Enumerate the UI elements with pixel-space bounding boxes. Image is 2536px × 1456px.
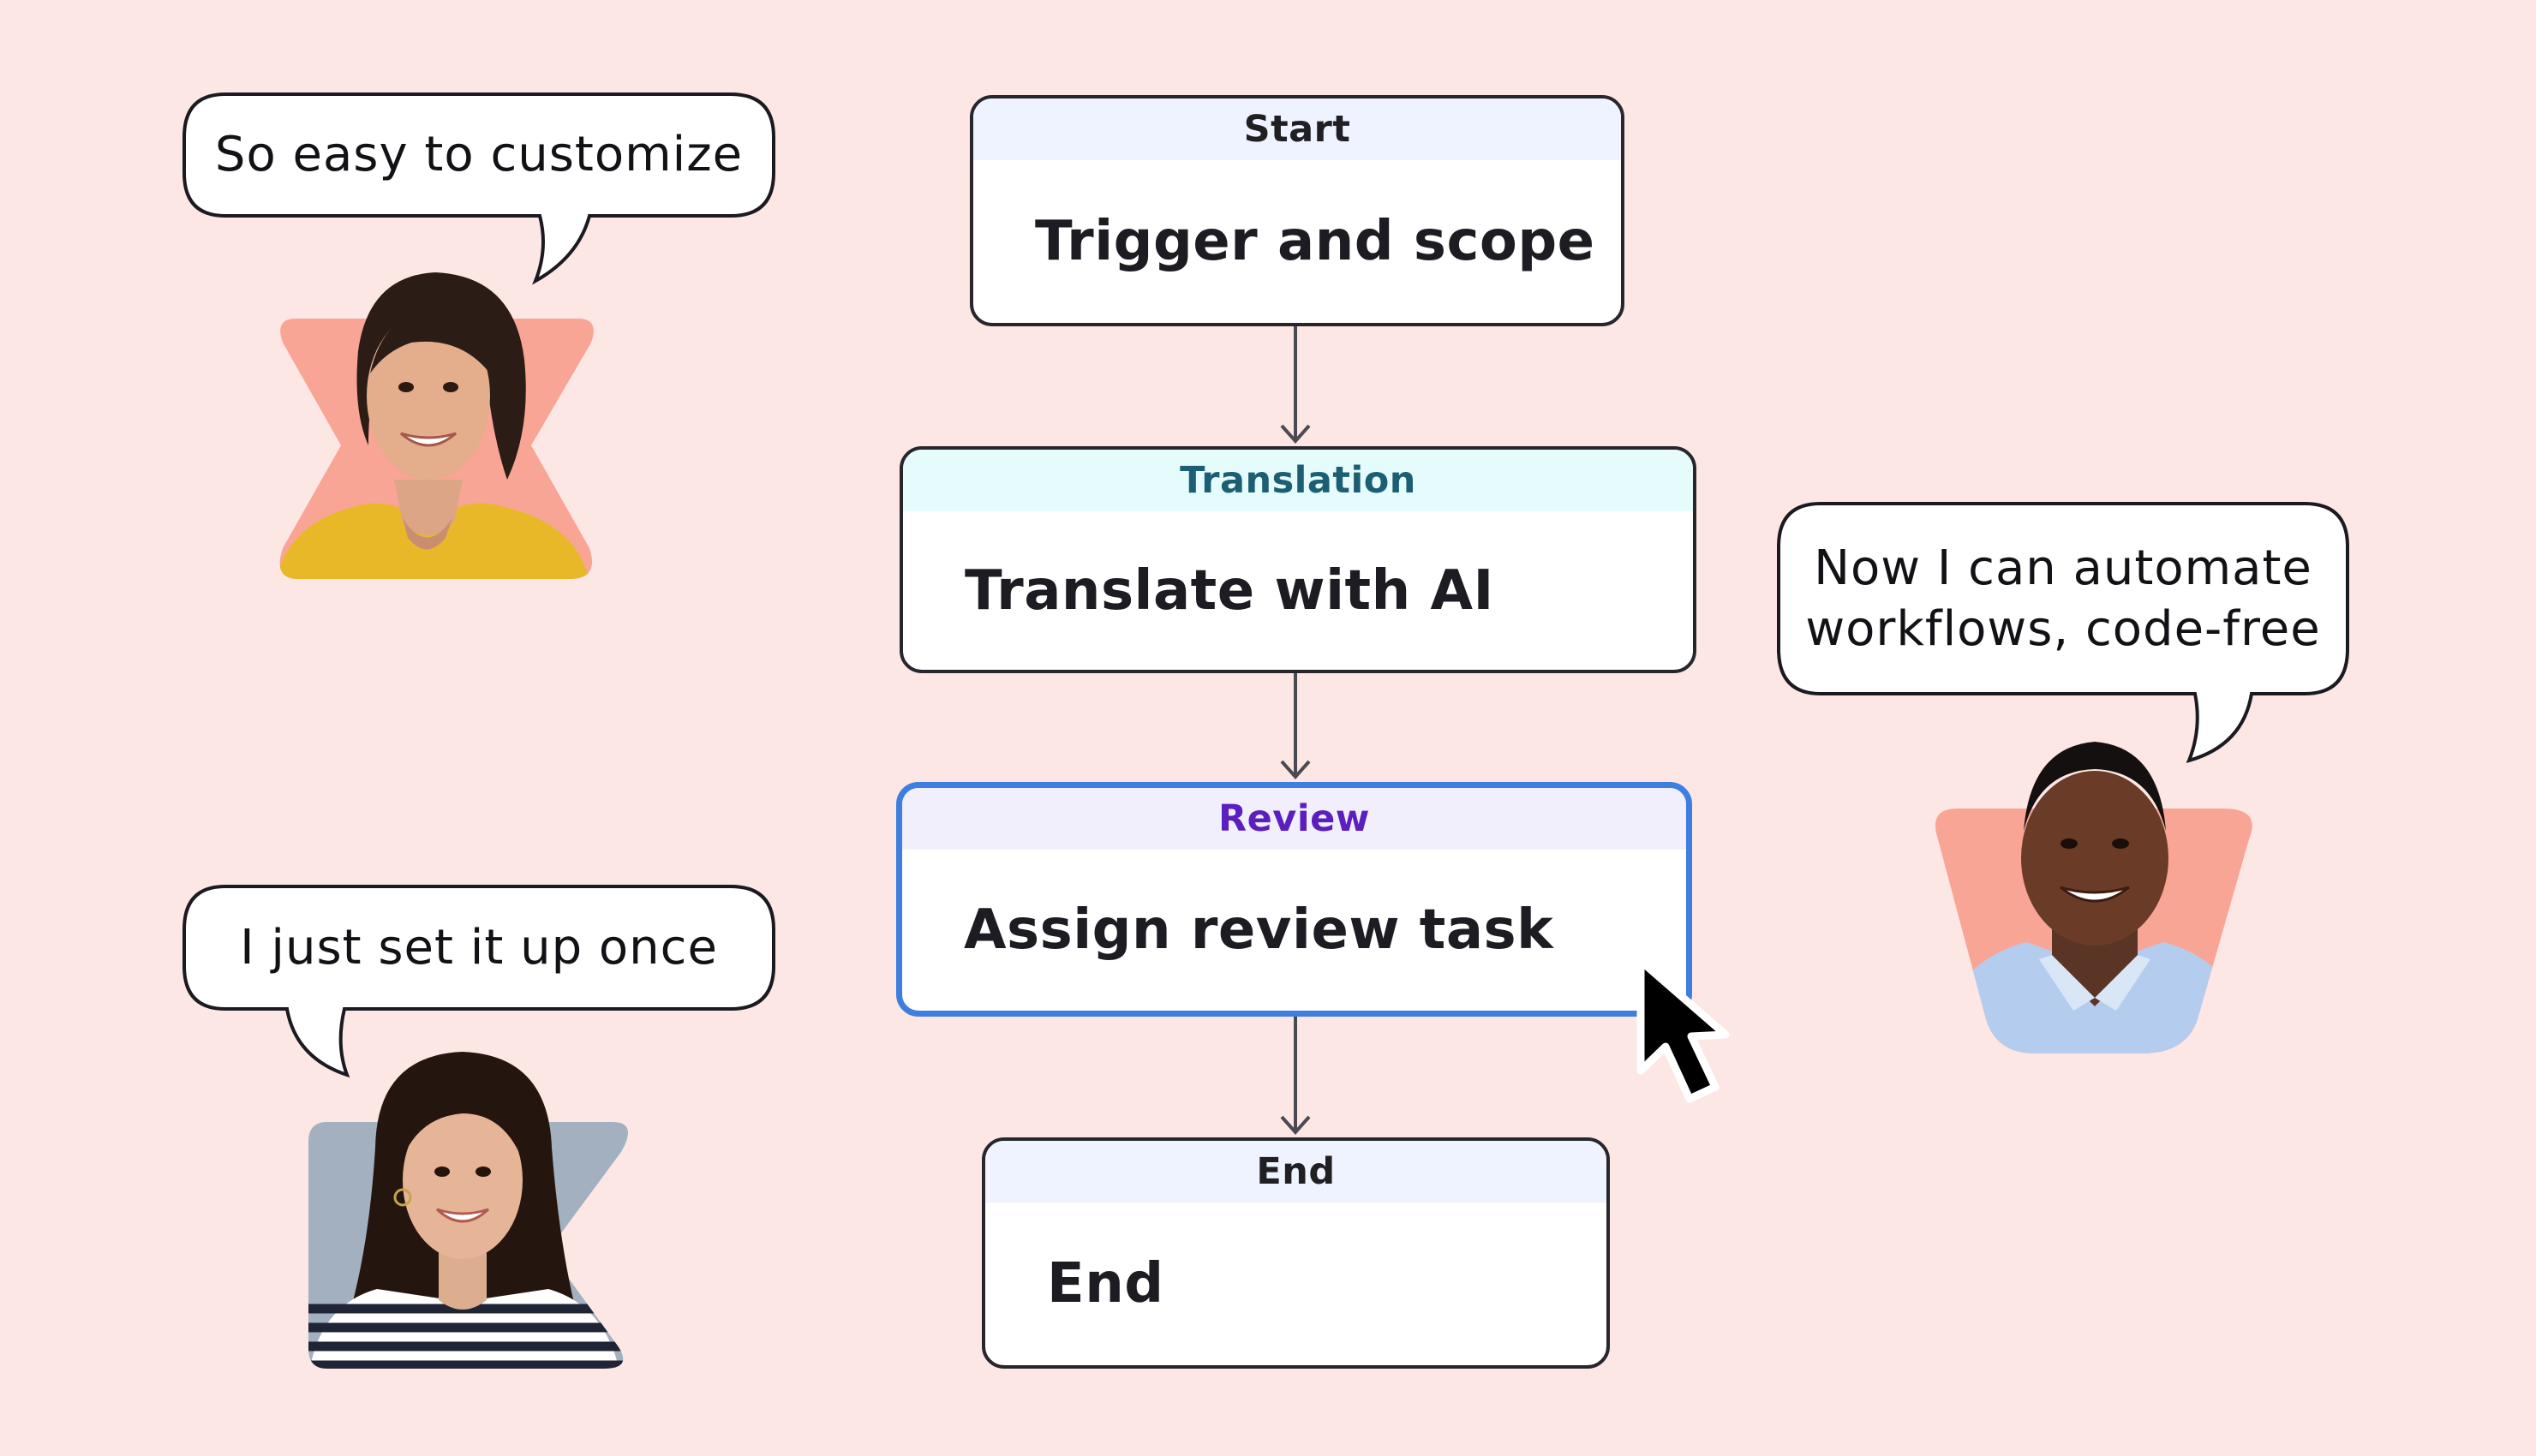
- bubble-setup-text: I just set it up once: [184, 886, 774, 1009]
- bubble-setup-line: I just set it up once: [240, 919, 718, 976]
- flow-node-end[interactable]: End End: [982, 1137, 1610, 1369]
- speech-bubble-automate: [1777, 502, 2349, 764]
- avatar-man-blue-shirt: [1935, 742, 2252, 1053]
- speech-bubble-customize: [182, 92, 775, 285]
- connector-translation-review: [1280, 673, 1311, 780]
- bubble-automate-line-1: Now I can automate: [1814, 540, 2312, 596]
- node-header-start: Start: [973, 98, 1621, 160]
- avatar-woman-yellow: [279, 272, 594, 579]
- avatar-woman-striped: [308, 1052, 628, 1369]
- node-header-translation: Translation: [903, 450, 1693, 511]
- bubble-customize-line: So easy to customize: [214, 127, 744, 183]
- connector-start-translation: [1280, 326, 1311, 445]
- node-title-assign-review: Assign review task: [964, 898, 1554, 962]
- speech-bubble-setup: [182, 885, 775, 1078]
- connector-review-end: [1280, 1017, 1311, 1136]
- bubble-automate-text: Now I can automate workflows, code-free: [1779, 504, 2348, 694]
- flow-node-translation[interactable]: Translation Translate with AI: [900, 446, 1696, 673]
- node-title-translate: Translate with AI: [965, 558, 1494, 623]
- node-header-review: Review: [902, 788, 1686, 850]
- node-header-end: End: [985, 1141, 1606, 1202]
- bubble-automate-line-2: workflows, code-free: [1805, 601, 2321, 657]
- flow-node-start[interactable]: Start Trigger and scope: [970, 95, 1624, 326]
- node-title-end: End: [1047, 1252, 1164, 1316]
- node-title-trigger: Trigger and scope: [1035, 210, 1595, 273]
- flow-node-review-selected[interactable]: Review Assign review task: [896, 782, 1692, 1017]
- bubble-customize-text: So easy to customize: [184, 94, 774, 216]
